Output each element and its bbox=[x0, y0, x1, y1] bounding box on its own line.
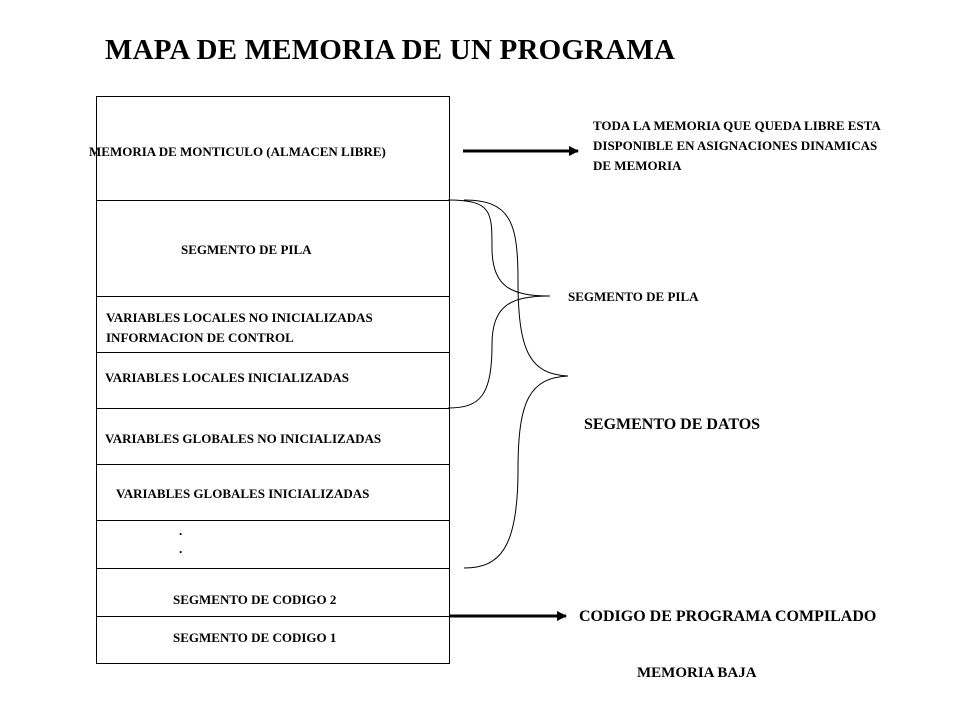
data-segment-brace bbox=[463, 199, 569, 569]
data-segment-label: SEGMENTO DE DATOS bbox=[584, 416, 761, 433]
memory-block-heap: MEMORIA DE MONTICULO (ALMACEN LIBRE) bbox=[89, 97, 449, 201]
ellipsis-dot: . bbox=[179, 523, 183, 538]
ellipsis-dot: . bbox=[179, 541, 183, 556]
heap-note: TODA LA MEMORIA QUE QUEDA LIBRE ESTA DIS… bbox=[593, 116, 881, 176]
memory-block-label: SEGMENTO DE PILA bbox=[181, 242, 312, 257]
memory-block-label: VARIABLES GLOBALES NO INICIALIZADAS bbox=[105, 431, 382, 446]
memory-block-label: SEGMENTO DE CODIGO 1 bbox=[173, 630, 337, 645]
memory-block-local-init: VARIABLES LOCALES INICIALIZADAS bbox=[97, 353, 449, 409]
memory-block-ellipsis: . . bbox=[97, 521, 449, 569]
heap-note-line: TODA LA MEMORIA QUE QUEDA LIBRE ESTA bbox=[593, 118, 881, 133]
memory-block-code-2: SEGMENTO DE CODIGO 2 bbox=[97, 569, 449, 617]
memory-block-global-uninit: VARIABLES GLOBALES NO INICIALIZADAS bbox=[97, 409, 449, 465]
memory-block-local-uninit: VARIABLES LOCALES NO INICIALIZADAS INFOR… bbox=[97, 297, 449, 353]
memory-map: MEMORIA DE MONTICULO (ALMACEN LIBRE) SEG… bbox=[89, 96, 450, 664]
compiled-code-label: CODIGO DE PROGRAMA COMPILADO bbox=[579, 608, 877, 625]
memory-block-code-1: SEGMENTO DE CODIGO 1 bbox=[97, 617, 449, 663]
page-title: MAPA DE MEMORIA DE UN PROGRAMA bbox=[105, 34, 676, 66]
memory-block-stack: SEGMENTO DE PILA bbox=[97, 201, 449, 297]
low-memory-label: MEMORIA BAJA bbox=[637, 665, 757, 681]
memory-block-label: VARIABLES GLOBALES INICIALIZADAS bbox=[116, 486, 370, 501]
memory-block-label-line: INFORMACION DE CONTROL bbox=[106, 330, 294, 345]
memory-block-label-line: VARIABLES LOCALES NO INICIALIZADAS bbox=[106, 310, 373, 325]
heap-note-line: DISPONIBLE EN ASIGNACIONES DINAMICAS bbox=[593, 138, 878, 153]
memory-block-label: VARIABLES LOCALES INICIALIZADAS bbox=[105, 370, 349, 385]
memory-block-label: SEGMENTO DE CODIGO 2 bbox=[173, 592, 337, 607]
heap-note-line: DE MEMORIA bbox=[593, 158, 682, 173]
memory-block-label: MEMORIA DE MONTICULO (ALMACEN LIBRE) bbox=[89, 144, 386, 159]
memory-block-global-init: VARIABLES GLOBALES INICIALIZADAS bbox=[97, 465, 449, 521]
stack-segment-brace bbox=[447, 199, 551, 409]
stack-segment-label: SEGMENTO DE PILA bbox=[568, 289, 699, 304]
